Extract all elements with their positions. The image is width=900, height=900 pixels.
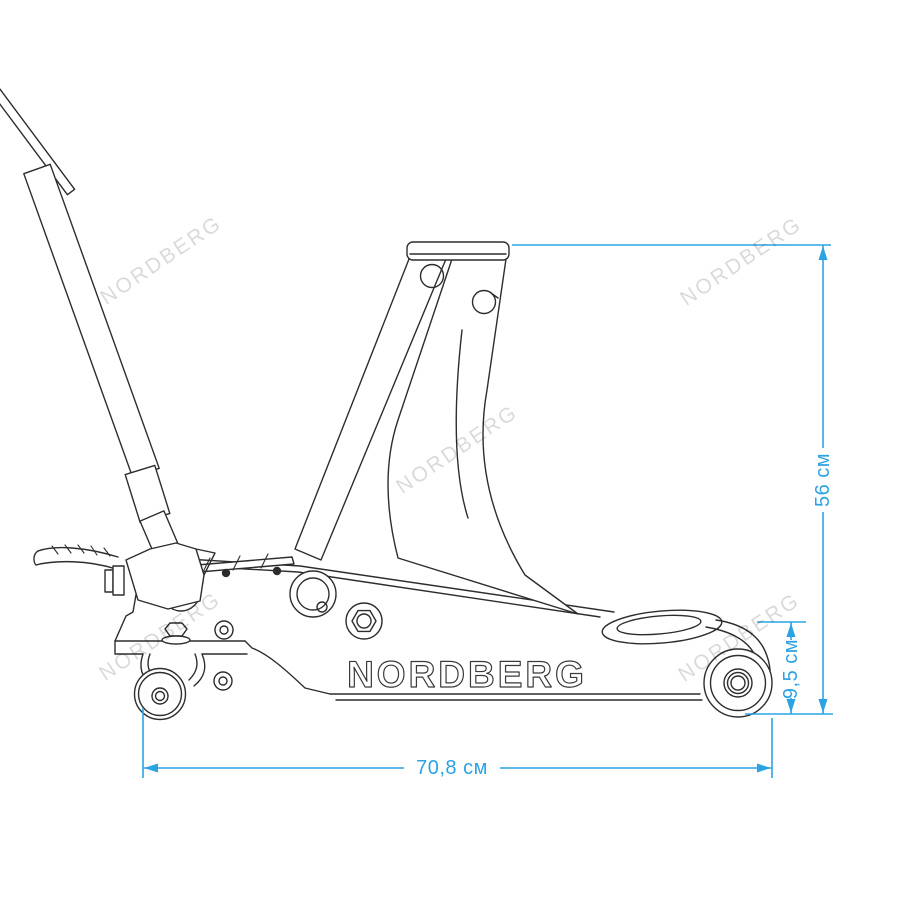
brand-logo-text: NORDBERG <box>347 654 587 695</box>
rear-wheel <box>703 648 773 718</box>
arm-pin-hole <box>471 289 497 315</box>
release-pedal <box>33 544 119 570</box>
dimension-label-length: 70,8 см <box>416 757 488 779</box>
lift-arm <box>294 258 579 615</box>
handle-rod <box>0 88 76 196</box>
watermark-text: NORDBERG <box>96 211 226 309</box>
bolt-dot <box>272 566 282 576</box>
handle-yoke <box>104 542 216 610</box>
arrow-down-icon <box>786 699 796 713</box>
rear-pad <box>601 609 723 645</box>
front-caster-wheel <box>133 653 206 721</box>
arrow-up-icon <box>818 246 828 260</box>
dimension-length: 70,8 см <box>142 708 773 779</box>
handle <box>0 88 183 564</box>
dimension-annotations: 56 см 9,5 см 70,8 см <box>142 244 834 779</box>
arrow-right-icon <box>757 763 771 773</box>
watermark-text: NORDBERG <box>676 212 806 310</box>
saddle <box>406 241 510 261</box>
dimension-max-height: 56 см <box>512 244 834 714</box>
arrow-left-icon <box>144 763 158 773</box>
arrow-up-icon <box>786 623 796 637</box>
dimension-label-min-height: 9,5 см <box>780 639 802 699</box>
dimension-label-max-height: 56 см <box>812 453 834 507</box>
link-pin-hole <box>419 263 445 289</box>
handle-tube <box>23 163 160 479</box>
dimension-min-height: 9,5 см <box>745 621 833 715</box>
bolt-dot <box>221 568 231 578</box>
jack-outline: NORDBERG <box>0 88 773 721</box>
chassis-body <box>114 556 771 701</box>
arrow-down-icon <box>818 699 828 713</box>
hex-bolt <box>345 602 383 640</box>
